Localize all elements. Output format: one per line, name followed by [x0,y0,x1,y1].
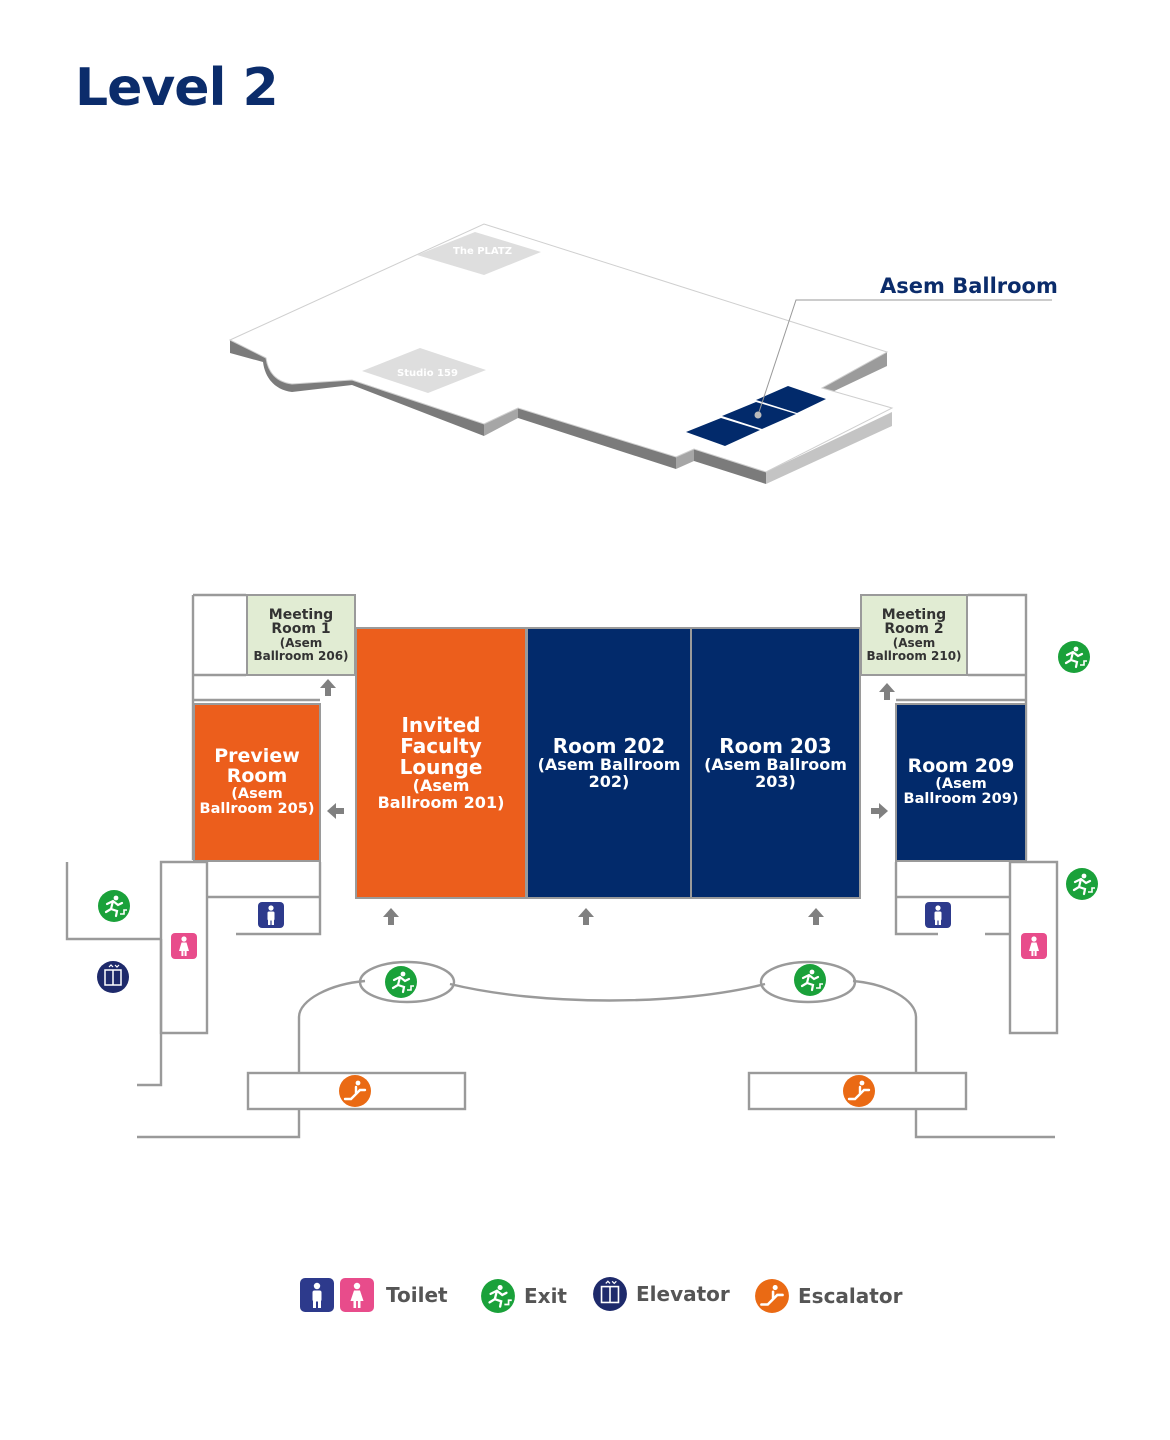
room-name: Meeting Room 1 [268,606,334,638]
room-name: Invited Faculty Lounge [399,712,483,779]
toilet-female-icon [1021,933,1047,959]
arrow-room-203 [808,908,824,925]
legend: Toilet Exit Elevator Escalator [0,1276,1170,1318]
exit-icon [383,964,419,1000]
room-sub: (Asem Ballroom 205) [199,786,315,818]
exit-icon [792,962,828,998]
toilet-female-icon [340,1278,374,1312]
room-sub: (Asem Ballroom 201) [377,775,505,812]
arrow-meeting-room-2 [879,683,895,700]
toilet-male-icon [925,902,951,928]
exit-icon [96,888,132,924]
elevator-icon [592,1276,628,1312]
toilet-male-icon [258,902,284,928]
room-sub: (Asem Ballroom 203) [704,754,847,791]
legend-escalator-label: Escalator [798,1284,903,1308]
room-name: Room 202 [552,733,666,758]
arrow-lounge [383,908,399,925]
room-209[interactable]: Room 209 (Asem Ballroom 209) [895,703,1027,862]
legend-exit: Exit [480,1278,567,1314]
room-name: Room 209 [907,755,1015,778]
asem-ballroom-label: Asem Ballroom [880,274,1058,298]
exit-icon [1056,639,1092,675]
legend-escalator: Escalator [754,1278,902,1314]
room-sub: (Asem Ballroom 206) [253,636,349,663]
arrow-room-209 [871,803,888,819]
legend-toilet-label: Toilet [386,1283,448,1307]
room-sub: (Asem Ballroom 209) [903,776,1019,808]
preview-room[interactable]: Preview Room (Asem Ballroom 205) [193,703,321,862]
room-name: Room 203 [719,733,832,758]
meeting-room-2[interactable]: Meeting Room 2 (Asem Ballroom 210) [860,594,968,676]
arrow-room-202 [578,908,594,925]
isometric-overview [228,223,1052,484]
legend-elevator-label: Elevator [636,1282,730,1306]
room-sub: (Asem Ballroom 210) [866,636,962,663]
escalator-icon [337,1073,373,1109]
escalator-icon [841,1073,877,1109]
legend-toilet: Toilet [300,1278,448,1312]
room-name: Preview Room [214,745,300,788]
room-sub: (Asem Ballroom 202) [537,754,681,791]
room-202[interactable]: Room 202 (Asem Ballroom 202) [526,627,692,899]
elevator-icon [96,960,130,994]
escalator-icon [754,1278,790,1314]
room-203[interactable]: Room 203 (Asem Ballroom 203) [690,627,861,899]
meeting-room-1[interactable]: Meeting Room 1 (Asem Ballroom 206) [246,594,356,676]
studio-label: Studio 159 [397,368,458,379]
invited-faculty-lounge[interactable]: Invited Faculty Lounge (Asem Ballroom 20… [355,627,527,899]
platz-label: The PLATZ [453,246,512,257]
toilet-female-icon [171,933,197,959]
room-name: Meeting Room 2 [881,606,947,638]
arrow-meeting-room-1 [320,679,336,696]
toilet-male-icon [300,1278,334,1312]
exit-icon [1064,866,1100,902]
page-title: Level 2 [75,58,279,118]
legend-exit-label: Exit [524,1284,567,1308]
exit-icon [480,1278,516,1314]
legend-elevator: Elevator [592,1276,730,1312]
arrow-preview-room [327,803,344,819]
